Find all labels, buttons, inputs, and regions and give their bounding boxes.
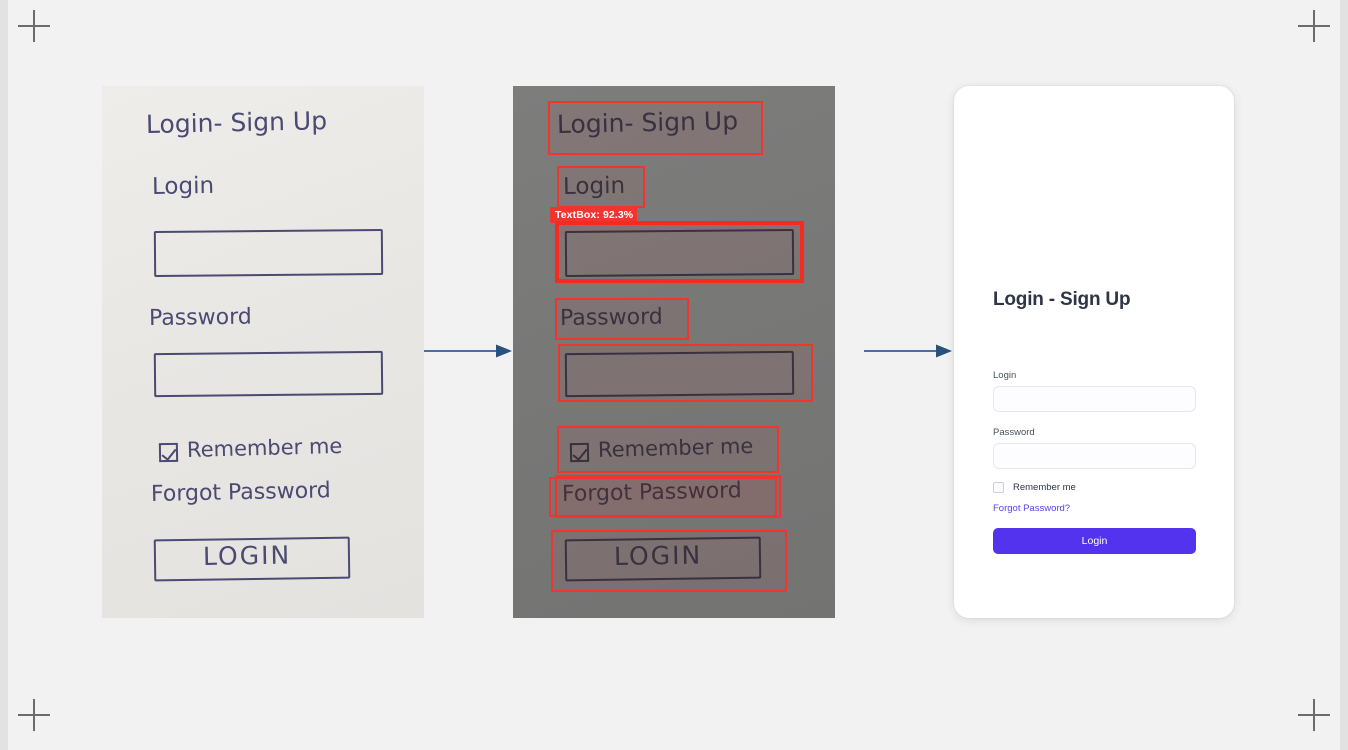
paper-texture [102,86,424,618]
password-field-label: Password [993,427,1035,438]
ui-panel: Login - Sign Up Login Password Remember … [954,86,1234,618]
sketch-password-label: Password [148,304,252,331]
sketch-panel: Login- Sign Up Login Password Remember m… [102,86,424,618]
sketch-login-label: Login [151,172,215,200]
login-input[interactable] [993,386,1196,412]
remember-me-row[interactable]: Remember me [993,482,1076,493]
arrow-detection-to-ui [864,343,954,364]
detection-box-forgot-outer [555,475,781,518]
login-submit-button[interactable]: Login [993,528,1196,554]
crosshair-bottom-right-icon [1298,699,1330,731]
login-field-label: Login [993,370,1017,381]
remember-me-label: Remember me [1013,482,1076,493]
detection-box-login-input [555,221,804,283]
sketch-login-input [153,229,384,277]
remember-me-checkbox[interactable] [993,482,1004,493]
sketch-forgot-label: Forgot Password [150,478,332,507]
detection-box-forgot-inner [549,477,777,517]
detection-box-login-button [551,530,787,592]
sketch-title: Login- Sign Up [145,106,328,139]
detection-box-title [548,101,763,155]
detection-box-password-label [555,298,689,340]
sketch-login-button-label: LOGIN [202,540,292,571]
sketch-remember-label: Remember me [186,433,343,462]
right-edge-strip [1340,0,1348,750]
detection-box-login-label [557,166,645,208]
sketch-password-input [153,350,384,398]
password-input[interactable] [993,443,1196,469]
detection-panel: Login- Sign Up Login TextBox: 92.3% Pass… [513,86,835,618]
sketch-remember-checkbox [158,442,179,463]
crosshair-top-left-icon [18,10,50,42]
detection-label-textbox: TextBox: 92.3% [550,207,638,223]
detection-box-password-input [558,344,813,402]
crosshair-bottom-left-icon [18,699,50,731]
detection-dim-overlay [513,86,835,618]
forgot-password-link[interactable]: Forgot Password? [993,503,1071,514]
arrow-sketch-to-detection [424,343,514,364]
detection-box-remember [557,426,779,473]
crosshair-top-right-icon [1298,10,1330,42]
page-title: Login - Sign Up [993,289,1131,310]
left-edge-strip [0,0,8,750]
